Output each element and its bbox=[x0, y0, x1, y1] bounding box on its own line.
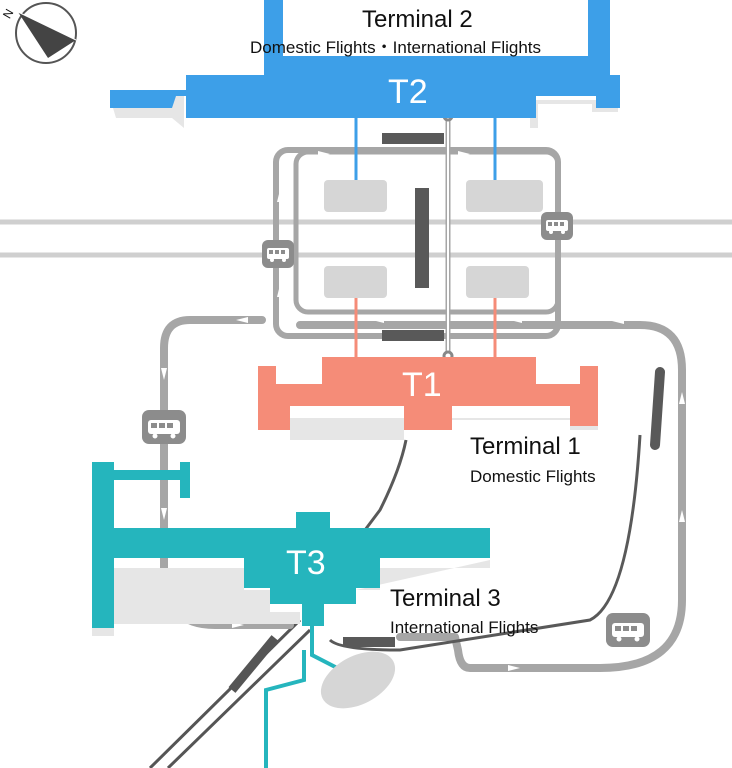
direction-arrow-icon bbox=[236, 317, 248, 323]
terminal-3-building: T3 Terminal 3 International Flights bbox=[92, 462, 538, 768]
direction-arrow-icon bbox=[508, 665, 520, 671]
direction-arrow-icon bbox=[612, 318, 624, 324]
parking-lot-se bbox=[466, 266, 529, 298]
direction-arrow-icon bbox=[510, 317, 522, 323]
rail-station-center bbox=[415, 188, 429, 288]
parking-lot-ne bbox=[466, 180, 543, 212]
rail-station-t3 bbox=[343, 637, 395, 647]
rail-station-t2 bbox=[382, 133, 444, 144]
terminal-3-walkway bbox=[310, 622, 346, 674]
compass-north-letter: N bbox=[0, 6, 16, 21]
terminal-3-plaza bbox=[320, 651, 396, 709]
direction-arrow-icon bbox=[458, 151, 470, 157]
terminal-2-name: Terminal 2 bbox=[362, 6, 473, 33]
direction-arrow-icon bbox=[318, 151, 330, 157]
bus-stop[interactable] bbox=[142, 410, 186, 444]
compass: N bbox=[0, 2, 77, 64]
terminal-3-rail-link bbox=[264, 650, 306, 768]
parking-lot-sw bbox=[324, 266, 387, 298]
compass-arrow-icon bbox=[18, 12, 76, 58]
direction-arrow-icon bbox=[277, 190, 283, 202]
bus-stop[interactable] bbox=[262, 240, 294, 268]
terminal-3-name: Terminal 3 bbox=[390, 585, 501, 612]
bus-stop[interactable] bbox=[606, 613, 650, 647]
rail-station-t1 bbox=[382, 330, 444, 341]
terminal-3-code: T3 bbox=[286, 544, 326, 582]
bus-stop[interactable] bbox=[541, 212, 573, 240]
terminal-2-building: T2 Terminal 2 Domestic Flights・Internati… bbox=[110, 0, 620, 128]
parking-lot-nw bbox=[324, 180, 387, 212]
terminal-1-service: Domestic Flights bbox=[470, 467, 596, 486]
terminal-3-service: International Flights bbox=[390, 618, 538, 637]
terminal-1-name: Terminal 1 bbox=[470, 433, 581, 460]
terminal-2-service: Domestic Flights・International Flights bbox=[250, 38, 541, 57]
terminal-1-building: T1 Terminal 1 Domestic Flights bbox=[258, 357, 598, 486]
bus-icon bbox=[267, 248, 289, 262]
direction-arrow-icon bbox=[161, 368, 167, 380]
terminal-1-code: T1 bbox=[402, 366, 442, 404]
monorail-tracks bbox=[148, 618, 312, 768]
terminal-2-code: T2 bbox=[388, 73, 428, 111]
access-road-t1 bbox=[363, 439, 408, 531]
direction-arrow-icon bbox=[277, 285, 283, 297]
direction-arrow-icon bbox=[549, 163, 555, 175]
railway-lines bbox=[0, 219, 732, 258]
direction-arrow-icon bbox=[679, 510, 685, 522]
bus-icon bbox=[148, 420, 180, 439]
direction-arrow-icon bbox=[679, 392, 685, 404]
parking-block bbox=[273, 133, 561, 341]
direction-arrow-icon bbox=[161, 508, 167, 520]
bus-icon bbox=[546, 220, 568, 234]
direction-arrow-icon bbox=[372, 317, 384, 323]
bus-icon bbox=[612, 623, 644, 642]
